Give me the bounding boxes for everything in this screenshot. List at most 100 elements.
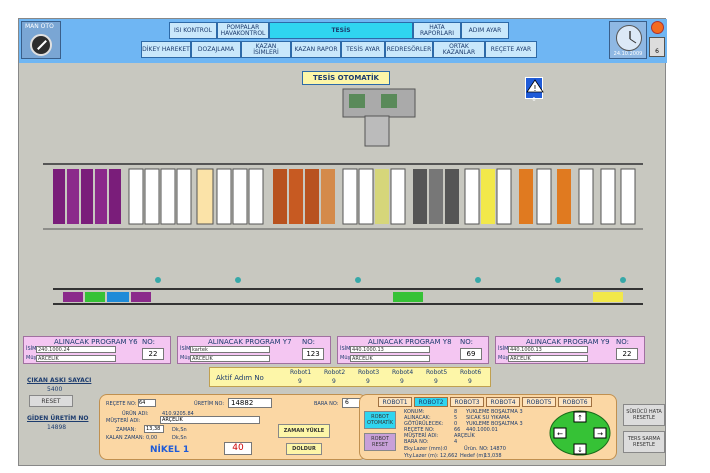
musteri-adi-input[interactable]: ARÇELİK: [160, 416, 260, 424]
clock-date: 24.10.2009: [613, 51, 643, 57]
program-y6-musteri[interactable]: ARCELİK: [36, 355, 116, 362]
trolley-icons: [155, 277, 626, 283]
urun-adi-value: 410.9205.84: [162, 411, 194, 417]
recete-no-input[interactable]: 64: [138, 399, 156, 407]
cikan-aski-value: 5400: [47, 386, 63, 393]
mode-knob-icon[interactable]: [30, 34, 52, 56]
program-y6-no-label: NO:: [142, 338, 155, 346]
zaman-yukle-button[interactable]: ZAMAN YÜKLE: [278, 424, 330, 438]
giden-uretim-label: GİDEN ÜRETİM NO: [27, 415, 89, 422]
robot-reset-button[interactable]: ROBOT RESET: [364, 433, 396, 451]
ters-sarma-reset-button[interactable]: TERS SARMA RESETLE: [623, 431, 665, 453]
robot2-name: Robot2: [324, 369, 346, 376]
svg-text:!: !: [533, 84, 536, 93]
top-menu-bar: MAN OTO ISI KONTROL POMPALAR HAVAKONTROL…: [19, 19, 667, 63]
robot-field-3-v: 66: [454, 427, 461, 433]
program-y9-isim-label: İSİM:: [498, 346, 511, 352]
menu-kazan-isimleri[interactable]: KAZAN İSİMLERİ: [241, 41, 291, 58]
mode-switch[interactable]: MAN OTO: [21, 21, 61, 59]
menu-adim-ayar[interactable]: ADIM AYAR: [461, 22, 509, 39]
robot-panel: ROBOT1 ROBOT2 ROBOT3 ROBOT4 ROBOT5 ROBOT…: [359, 394, 617, 460]
program-y9-mus-label: Müş.:: [498, 355, 512, 361]
warning-icon: !: [526, 79, 544, 93]
program-y7-no[interactable]: 123: [302, 348, 324, 360]
svg-text:↓: ↓: [577, 446, 583, 454]
program-y8-no[interactable]: 69: [460, 348, 482, 360]
nikel-label: NİKEL 1: [150, 445, 190, 455]
menu-redresorler[interactable]: REDRESÖRLER: [385, 41, 433, 58]
program-y6-isim[interactable]: 240.1000.24: [36, 346, 116, 353]
menu-tesis-ayar[interactable]: TESİS AYAR: [341, 41, 385, 58]
power-icon[interactable]: [651, 21, 664, 34]
side-box-button[interactable]: 6: [649, 37, 665, 57]
robot-field-4-k: MÜŞTERİ ADI:: [404, 433, 439, 439]
robot-field-0-k: KONUM:: [404, 409, 425, 415]
program-y7-isim[interactable]: kartek: [190, 346, 270, 353]
program-y8-musteri[interactable]: ARCELİK: [350, 355, 430, 362]
menu-hata-raporlari[interactable]: HATA RAPORLARI: [413, 22, 461, 39]
direction-pad-icon[interactable]: ↑ ↓ ← →: [548, 409, 612, 457]
tab-robot4[interactable]: ROBOT4: [486, 397, 520, 407]
warning-sign-button[interactable]: ! 6: [525, 77, 544, 103]
uretim-no-input[interactable]: 14882: [228, 398, 272, 408]
reset-button[interactable]: RESET: [29, 395, 73, 407]
robot-field-4-v: ARÇELİK: [454, 433, 475, 439]
program-y9-title: ALINACAK PROGRAM Y9: [526, 338, 610, 346]
tab-robot3[interactable]: ROBOT3: [450, 397, 484, 407]
menu-ortak-kazanlar[interactable]: ORTAK KAZANLAR: [433, 41, 485, 58]
kalan-zaman-label: KALAN ZAMAN:: [106, 435, 145, 441]
menu-tesis[interactable]: TESİS: [269, 22, 413, 39]
surucu-hata-reset-button[interactable]: SÜRÜCÜ HATA RESETLE: [623, 404, 665, 426]
program-y7-musteri[interactable]: ARCELİK: [190, 355, 270, 362]
giden-uretim-value: 14898: [47, 424, 67, 431]
program-y9-no-label: NO:: [616, 338, 629, 346]
zaman-label: ZAMAN:: [116, 427, 137, 433]
robot4-val: 9: [400, 378, 404, 385]
program-y7-title: ALINACAK PROGRAM Y7: [208, 338, 292, 346]
program-y9-no[interactable]: 22: [616, 348, 638, 360]
tab-robot2[interactable]: ROBOT2: [414, 397, 448, 407]
program-y6-isim-label: İSİM:: [26, 346, 39, 352]
eks-lazer-label: Eky.Lazer (mm):: [404, 446, 445, 452]
nikel-value[interactable]: 40: [224, 442, 252, 455]
tab-robot5[interactable]: ROBOT5: [522, 397, 556, 407]
hedef-value: 13,038: [484, 453, 502, 459]
program-y9-musteri[interactable]: ARCELİK: [508, 355, 588, 362]
menu-isi-kontrol[interactable]: ISI KONTROL: [169, 22, 217, 39]
doldur-button[interactable]: DOLDUR: [286, 443, 322, 455]
robot-field-5-k: BARA NO:: [404, 439, 429, 445]
program-y7-isim-label: İSİM:: [180, 346, 193, 352]
menu-dozajlama[interactable]: DOZAJLAMA: [191, 41, 241, 58]
menu-kazan-rapor[interactable]: KAZAN RAPOR: [291, 41, 341, 58]
robot-otomatik-button[interactable]: ROBOT OTOMATİK: [364, 411, 396, 429]
program-y7-mus-label: Müş.:: [180, 355, 194, 361]
conveyor-line: [53, 288, 643, 305]
menu-pompalar[interactable]: POMPALAR HAVAKONTROL: [217, 22, 269, 39]
program-y7: ALINACAK PROGRAM Y7 NO: İSİM: kartek Müş…: [177, 336, 331, 364]
menu-dikey-hareket[interactable]: DİKEY HAREKET: [141, 41, 191, 58]
zaman-unit: Dk,Sn: [172, 427, 187, 433]
robot-field-1-k: ALINACAK:: [404, 415, 431, 421]
program-y8-no-label: NO:: [460, 338, 473, 346]
urun-no-label: Ürün. NO:: [464, 446, 489, 452]
recipe-panel: REÇETE NO: 64 ÜRETİM NO: 14882 BARA NO: …: [99, 394, 367, 460]
program-y6-title: ALINACAK PROGRAM Y6: [54, 338, 138, 346]
hedef-label: Hedef (m):: [460, 453, 487, 459]
program-y9-isim[interactable]: 440.1000.13: [508, 346, 588, 353]
zaman-input[interactable]: 13,38: [144, 425, 164, 433]
yty-lazer-label: Yty.Lazer (m):: [404, 453, 439, 459]
program-y6: ALINACAK PROGRAM Y6 NO: İSİM: 240.1000.2…: [23, 336, 171, 364]
warning-label: 6: [532, 97, 536, 103]
program-y8: ALINACAK PROGRAM Y8 NO: İSİM: 440.1000.1…: [337, 336, 489, 364]
tab-robot6[interactable]: ROBOT6: [558, 397, 592, 407]
program-y6-no[interactable]: 22: [142, 348, 164, 360]
program-y8-isim[interactable]: 440.1000.13: [350, 346, 430, 353]
menu-recete-ayar[interactable]: REÇETE AYAR: [485, 41, 537, 58]
robot-field-1-d: SICAK SU YIKAMA: [466, 415, 510, 421]
robot3-val: 9: [366, 378, 370, 385]
program-y7-no-label: NO:: [302, 338, 315, 346]
kalan-zaman-value: 0,00: [146, 435, 158, 441]
tab-robot1[interactable]: ROBOT1: [378, 397, 412, 407]
svg-text:↑: ↑: [577, 414, 583, 422]
bara-no-label: BARA NO:: [314, 401, 339, 407]
